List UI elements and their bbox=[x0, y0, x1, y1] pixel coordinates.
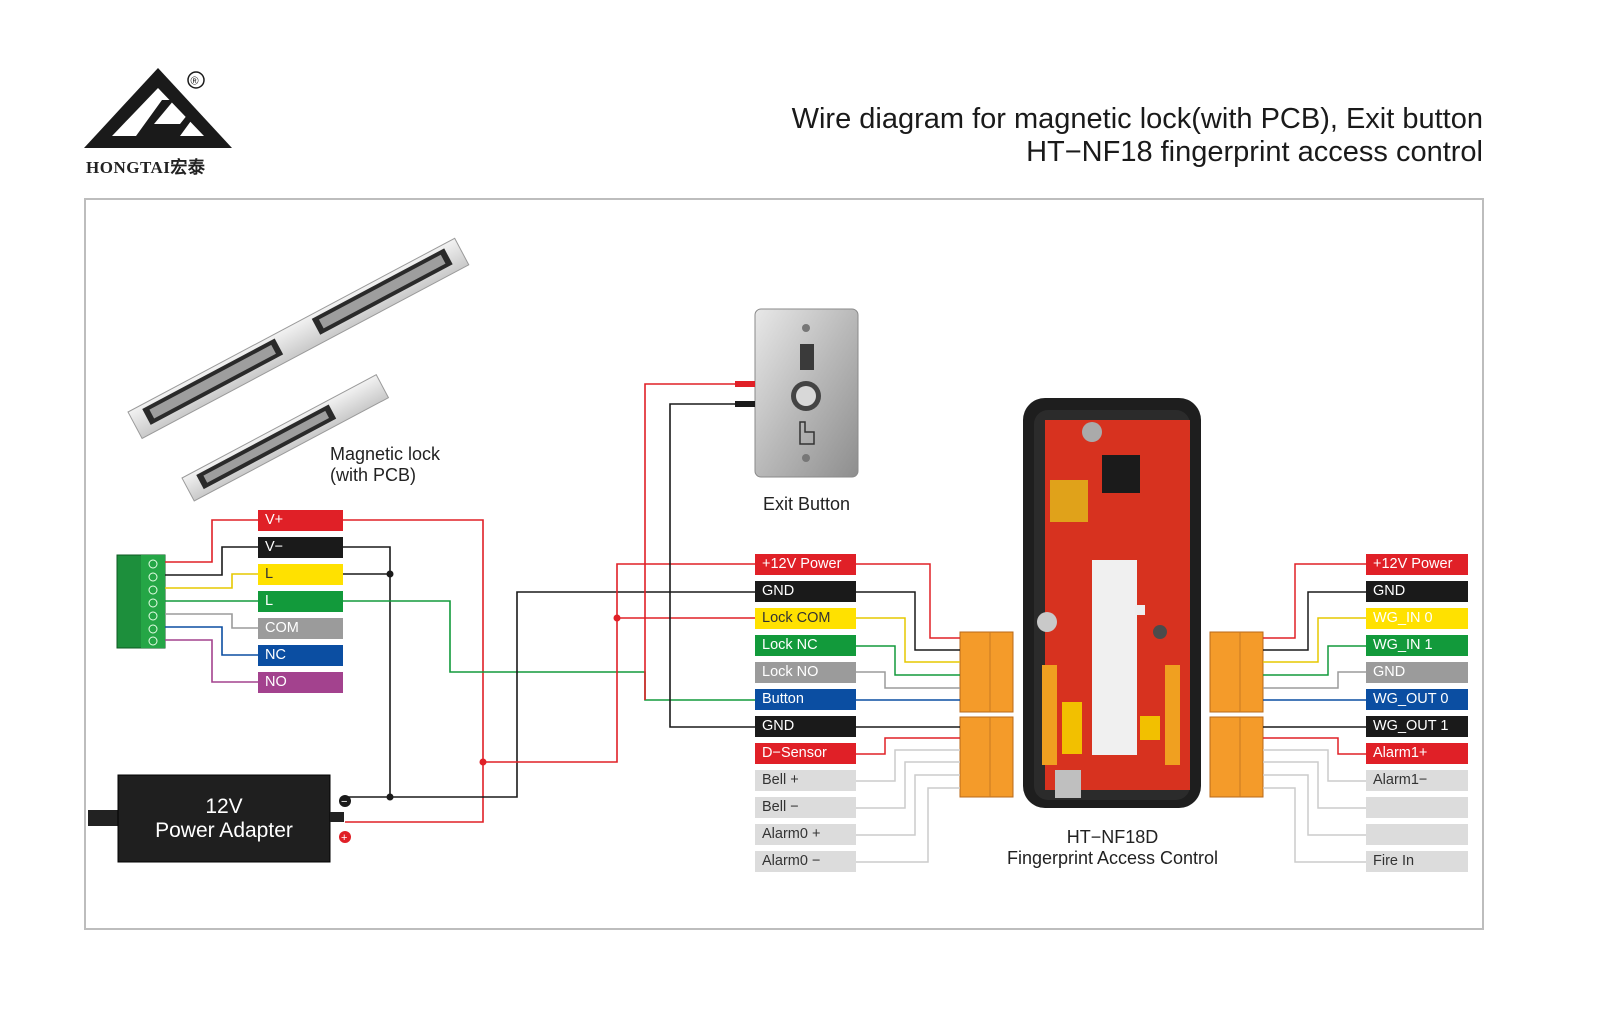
left-terminal-lock-com: Lock COM bbox=[755, 608, 856, 629]
right-terminal-gnd-2: GND bbox=[1366, 662, 1468, 683]
left-terminal-button: Button bbox=[755, 689, 856, 710]
right-terminal-alarm1-plus: Alarm1+ bbox=[1366, 743, 1468, 764]
connector-blocks bbox=[959, 631, 1264, 798]
right-terminal-12v-power: +12V Power bbox=[1366, 554, 1468, 575]
right-terminal-blank-1 bbox=[1366, 797, 1468, 818]
right-terminal-wg-in-1: WG_IN 1 bbox=[1366, 635, 1468, 656]
main-wires bbox=[342, 383, 755, 823]
adapter-name: Power Adapter bbox=[155, 819, 293, 842]
right-terminal-fire-in: Fire In bbox=[1366, 851, 1468, 872]
maglock-label-com: COM bbox=[258, 618, 343, 639]
adapter-positive-icon: + bbox=[341, 832, 347, 844]
maglock-label-v-minus: V− bbox=[258, 537, 343, 558]
device-caption-desc: Fingerprint Access Control bbox=[1006, 848, 1219, 868]
left-terminal-gnd-2: GND bbox=[755, 716, 856, 737]
right-terminal-blank-2 bbox=[1366, 824, 1468, 845]
left-device-wires bbox=[856, 563, 960, 863]
registered-mark: ® bbox=[191, 76, 199, 88]
right-terminal-wg-out-0: WG_OUT 0 bbox=[1366, 689, 1468, 710]
left-terminal-alarm0-plus: Alarm0 + bbox=[755, 824, 856, 845]
left-terminal-gnd: GND bbox=[755, 581, 856, 602]
right-terminal-alarm1-minus: Alarm1− bbox=[1366, 770, 1468, 791]
diagram-frame bbox=[84, 198, 1484, 930]
exit-button-image bbox=[754, 308, 859, 478]
maglock-label-no: NO bbox=[258, 672, 343, 693]
right-terminal-wg-in-0: WG_IN 0 bbox=[1366, 608, 1468, 629]
left-terminal-d-sensor: D−Sensor bbox=[755, 743, 856, 764]
power-adapter-image bbox=[88, 774, 351, 863]
adapter-negative-icon: − bbox=[341, 796, 347, 808]
adapter-voltage: 12V bbox=[205, 795, 243, 818]
wire-junctions bbox=[386, 570, 621, 801]
brand-name: HONGTAI宏泰 bbox=[86, 158, 206, 177]
page-title: Wire diagram for magnetic lock(with PCB)… bbox=[792, 103, 1483, 169]
title-line-2: HT−NF18 fingerprint access control bbox=[1026, 136, 1483, 168]
exit-button-caption: Exit Button bbox=[762, 494, 851, 514]
maglock-caption-line1: Magnetic lock bbox=[330, 444, 441, 464]
maglock-terminal-block bbox=[116, 554, 166, 649]
maglock-caption-line2: (with PCB) bbox=[330, 465, 417, 485]
hongtai-logo: ® bbox=[84, 68, 232, 148]
title-line-1: Wire diagram for magnetic lock(with PCB)… bbox=[791, 103, 1483, 135]
left-terminal-bell-plus: Bell + bbox=[755, 770, 856, 791]
left-terminal-bell-minus: Bell − bbox=[755, 797, 856, 818]
left-terminal-12v-power: +12V Power bbox=[755, 554, 856, 575]
device-caption: HT−NF18D Fingerprint Access Control bbox=[975, 827, 1250, 869]
left-terminal-lock-no: Lock NO bbox=[755, 662, 856, 683]
maglock-label-l-green: L bbox=[258, 591, 343, 612]
exit-button-leads bbox=[735, 381, 755, 407]
fingerprint-device-image bbox=[1023, 398, 1201, 808]
maglock-label-l-yellow: L bbox=[258, 564, 343, 585]
right-device-wires bbox=[1263, 563, 1366, 863]
maglock-caption: Magnetic lock (with PCB) bbox=[330, 444, 440, 486]
maglock-label-wires bbox=[165, 519, 258, 683]
device-caption-model: HT−NF18D bbox=[1066, 827, 1159, 847]
magnetic-lock-image bbox=[127, 237, 470, 502]
maglock-label-v-plus: V+ bbox=[258, 510, 343, 531]
maglock-label-nc: NC bbox=[258, 645, 343, 666]
left-terminal-alarm0-minus: Alarm0 − bbox=[755, 851, 856, 872]
right-terminal-wg-out-1: WG_OUT 1 bbox=[1366, 716, 1468, 737]
left-terminal-lock-nc: Lock NC bbox=[755, 635, 856, 656]
adapter-label: 12V Power Adapter bbox=[118, 795, 330, 843]
right-terminal-gnd: GND bbox=[1366, 581, 1468, 602]
